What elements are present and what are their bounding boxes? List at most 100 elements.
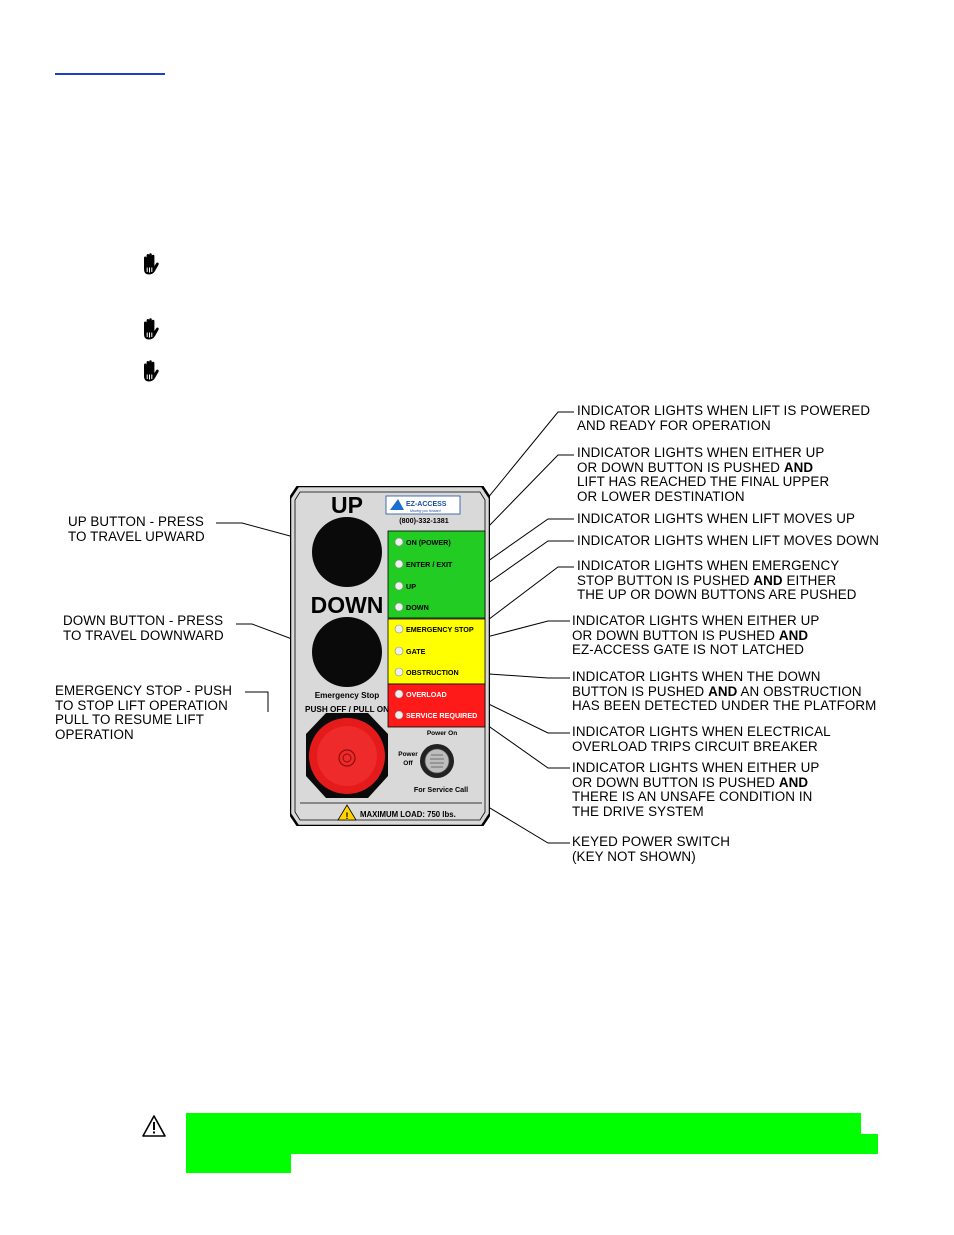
highlighted-warning-line-3 <box>186 1153 291 1173</box>
red-indicator-block <box>387 683 486 728</box>
up-button[interactable] <box>312 517 382 587</box>
callout-text: BUTTON IS PUSHED <box>572 683 709 699</box>
highlighted-warning-line-1 <box>186 1113 861 1135</box>
max-load-label: MAXIMUM LOAD: 750 lbs. <box>360 810 456 819</box>
power-off-label-line2: Off <box>403 760 413 767</box>
callout-line: INDICATOR LIGHTS WHEN THE DOWN <box>572 669 821 684</box>
lift-control-panel: UP DOWN EZ-ACCESS Moving you forward (80… <box>290 486 490 826</box>
callout-line: THE UP OR DOWN BUTTONS ARE PUSHED <box>577 587 857 603</box>
keyed-power-switch[interactable] <box>420 744 454 778</box>
callout-line: TO TRAVEL UPWARD <box>68 528 205 544</box>
stop-hand-icon <box>144 360 159 382</box>
callout-line: OPERATION <box>55 726 134 742</box>
down-button[interactable] <box>312 617 382 687</box>
indicator-light-up <box>394 581 404 591</box>
callout-obstruction: INDICATOR LIGHTS WHEN THE DOWN BUTTON IS… <box>572 669 877 714</box>
callout-line: AND READY FOR OPERATION <box>577 417 771 433</box>
callout-line: OR DOWN BUTTON IS PUSHED AND <box>577 459 829 476</box>
brand-name: EZ-ACCESS <box>406 501 447 508</box>
callout-text: AN OBSTRUCTION <box>737 683 862 699</box>
ez-access-logo: EZ-ACCESS Moving you forward <box>385 495 461 515</box>
indicator-light-gate <box>394 646 404 656</box>
emergency-stop-button[interactable] <box>306 713 388 798</box>
indicator-light-overload <box>394 689 404 699</box>
callout-line: UP BUTTON - PRESS <box>68 514 204 529</box>
down-label: DOWN <box>311 592 384 618</box>
phone-number: (800)-332-1381 <box>399 516 449 525</box>
callout-enter-exit: INDICATOR LIGHTS WHEN EITHER UP OR DOWN … <box>577 445 829 504</box>
indicator-label-emergency-stop: EMERGENCY STOP <box>406 625 474 634</box>
green-indicator-block <box>387 530 486 619</box>
indicator-label-overload: OVERLOAD <box>406 690 447 699</box>
callout-overload: INDICATOR LIGHTS WHEN ELECTRICAL OVERLOA… <box>572 724 831 754</box>
highlighted-warning-line-2 <box>186 1134 878 1154</box>
callout-line: INDICATOR LIGHTS WHEN LIFT IS POWERED <box>577 403 871 418</box>
callout-emergency-stop: EMERGENCY STOP - PUSH TO STOP LIFT OPERA… <box>55 683 232 742</box>
callout-line: KEYED POWER SWITCH <box>572 834 731 849</box>
callout-emphasis: AND <box>783 459 814 475</box>
up-label: UP <box>331 492 363 518</box>
indicator-light-emergency-stop <box>394 624 404 634</box>
header-rule-link[interactable] <box>55 73 165 75</box>
estop-label-line1: Emergency Stop <box>315 691 380 700</box>
callout-emergency: INDICATOR LIGHTS WHEN EMERGENCY STOP BUT… <box>577 558 857 603</box>
callout-line: OR DOWN BUTTON IS PUSHED AND <box>572 627 819 644</box>
callout-emphasis: AND <box>708 683 738 699</box>
callout-line: TO TRAVEL DOWNWARD <box>63 627 224 643</box>
callout-line: DOWN BUTTON - PRESS <box>63 613 224 628</box>
indicator-label-gate: GATE <box>406 647 426 656</box>
callout-line: INDICATOR LIGHTS WHEN EITHER UP <box>572 613 820 628</box>
estop-label-line2: PUSH OFF / PULL ON <box>305 705 389 714</box>
callout-key-switch: KEYED POWER SWITCH (KEY NOT SHOWN) <box>572 834 731 864</box>
callout-down-button: DOWN BUTTON - PRESS TO TRAVEL DOWNWARD <box>63 613 224 643</box>
indicator-light-obstruction <box>394 667 404 677</box>
callout-line: THE DRIVE SYSTEM <box>572 803 704 819</box>
power-off-label-line1: Power <box>398 751 418 758</box>
callout-line: INDICATOR LIGHTS WHEN EMERGENCY <box>577 558 840 573</box>
callout-line: OR DOWN BUTTON IS PUSHED AND <box>572 774 819 791</box>
svg-text:!: ! <box>346 811 349 821</box>
callout-up-button: UP BUTTON - PRESS TO TRAVEL UPWARD <box>68 514 205 544</box>
callout-line: INDICATOR LIGHTS WHEN EITHER UP <box>577 445 825 460</box>
indicator-light-enter-exit <box>394 559 404 569</box>
callout-line: INDICATOR LIGHTS WHEN ELECTRICAL <box>572 724 831 739</box>
warning-triangle-icon <box>142 1115 166 1137</box>
callout-line: OVERLOAD TRIPS CIRCUIT BREAKER <box>572 738 818 754</box>
indicator-light-on-power <box>394 537 404 547</box>
callout-line: INDICATOR LIGHTS WHEN LIFT MOVES UP <box>577 511 856 526</box>
callout-emphasis: AND <box>778 627 809 643</box>
indicator-label-up: UP <box>406 582 416 591</box>
indicator-label-service-required: SERVICE REQUIRED <box>406 711 477 720</box>
warning-triangle-icon: ! <box>337 804 357 821</box>
callout-line: BUTTON IS PUSHED AND AN OBSTRUCTION <box>572 683 876 700</box>
callout-text: OR DOWN BUTTON IS PUSHED <box>572 627 779 643</box>
callout-text: OR DOWN BUTTON IS PUSHED <box>572 774 779 790</box>
callout-line: HAS BEEN DETECTED UNDER THE PLATFORM <box>572 698 877 714</box>
callout-emphasis: AND <box>753 572 783 588</box>
callout-emphasis: AND <box>778 774 809 790</box>
callout-line: THERE IS AN UNSAFE CONDITION IN <box>572 789 813 805</box>
stop-hand-icon <box>144 318 159 340</box>
brand-tagline: Moving you forward <box>410 509 442 513</box>
indicator-light-down <box>394 602 404 612</box>
indicator-label-down: DOWN <box>406 603 429 612</box>
callout-moves-up: INDICATOR LIGHTS WHEN LIFT MOVES UP <box>577 511 856 527</box>
callout-moves-down: INDICATOR LIGHTS WHEN LIFT MOVES DOWN <box>577 533 880 549</box>
callout-text: STOP BUTTON IS PUSHED <box>577 572 754 588</box>
callout-line: INDICATOR LIGHTS WHEN LIFT MOVES DOWN <box>577 533 880 548</box>
callout-gate: INDICATOR LIGHTS WHEN EITHER UP OR DOWN … <box>572 613 820 658</box>
indicator-light-service-required <box>394 710 404 720</box>
callout-line: STOP BUTTON IS PUSHED AND EITHER <box>577 572 857 589</box>
service-call-label: For Service Call <box>414 785 468 794</box>
callout-text: OR DOWN BUTTON IS PUSHED <box>577 459 784 475</box>
callout-power: INDICATOR LIGHTS WHEN LIFT IS POWERED AN… <box>577 403 871 433</box>
callout-line: PULL TO RESUME LIFT <box>55 712 204 728</box>
indicator-label-enter-exit: ENTER / EXIT <box>406 560 453 569</box>
indicator-label-obstruction: OBSTRUCTION <box>406 668 459 677</box>
stop-hand-icon <box>144 253 159 275</box>
callout-service: INDICATOR LIGHTS WHEN EITHER UP OR DOWN … <box>572 760 819 819</box>
power-on-label: Power On <box>427 730 457 737</box>
callout-line: (KEY NOT SHOWN) <box>572 848 696 864</box>
callout-line: EZ-ACCESS GATE IS NOT LATCHED <box>572 642 805 658</box>
indicator-label-on-power: ON (POWER) <box>406 538 451 547</box>
